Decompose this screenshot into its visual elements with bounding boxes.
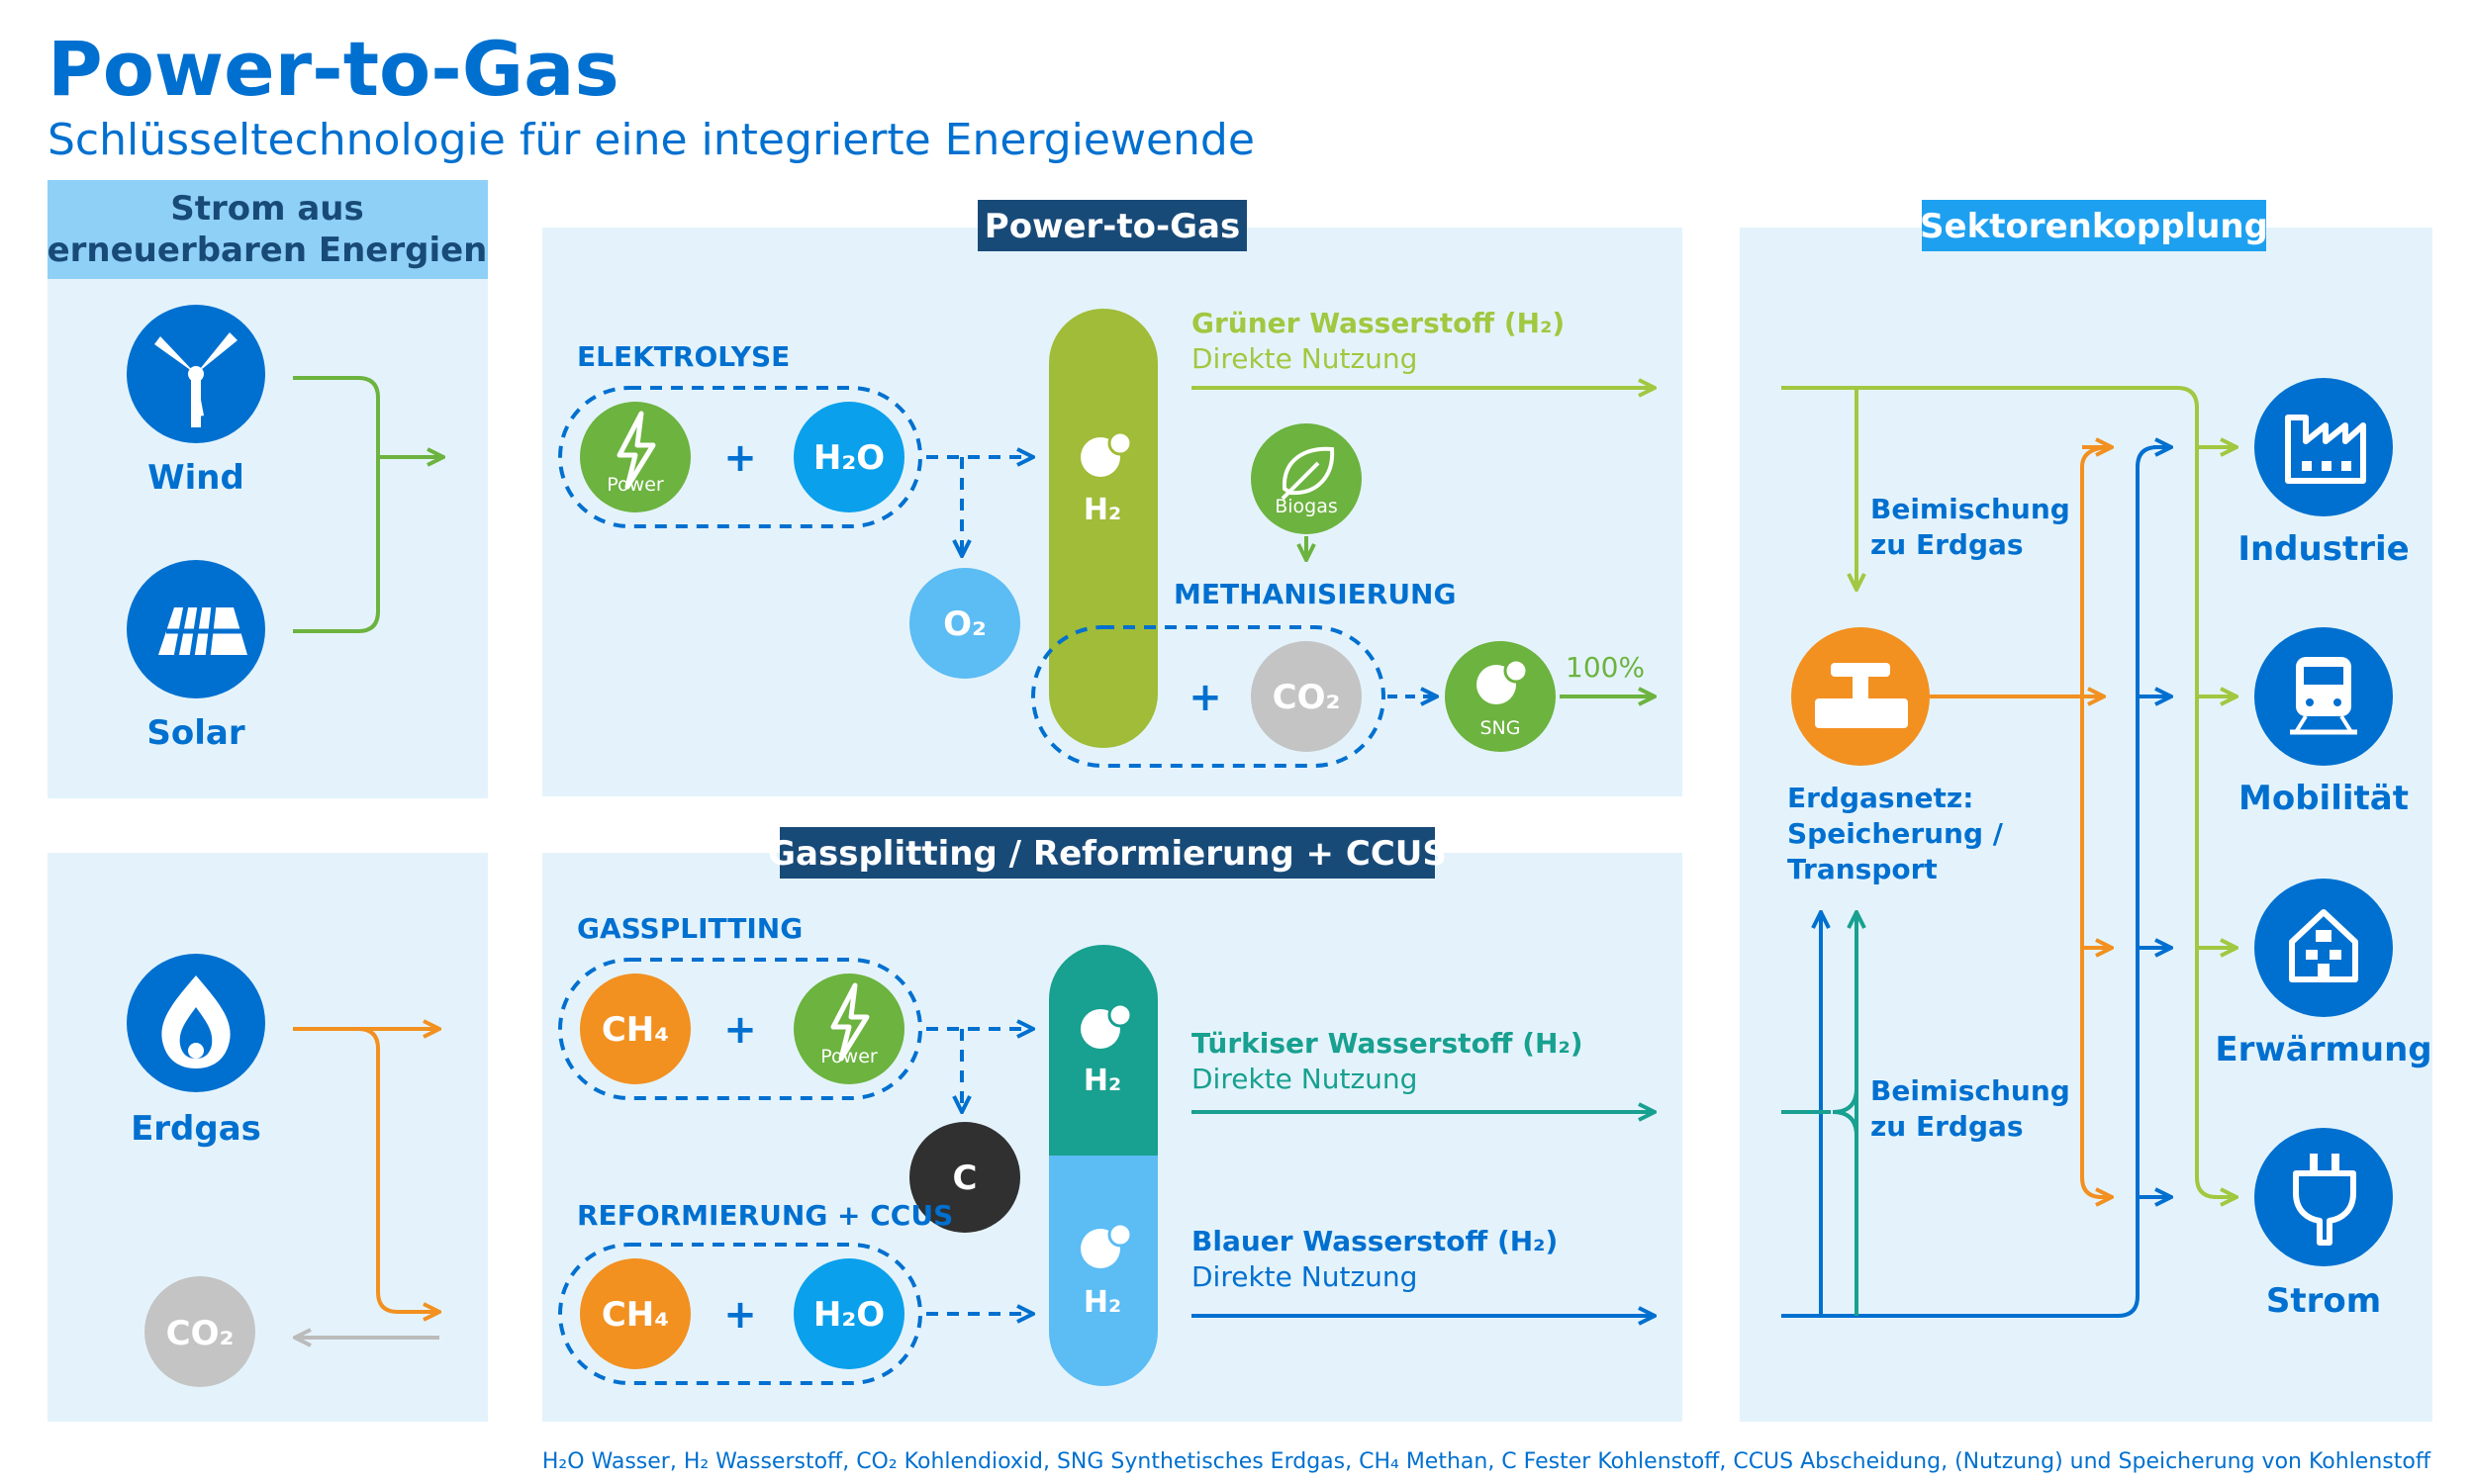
factory-glyph [2285,415,2366,484]
co2-left-circle [144,1276,255,1387]
heating-house-icon [2254,879,2393,1017]
solar-label: Solar [146,713,244,753]
gassplitting-label: GASSPLITTING [577,912,803,945]
blend1-line1: Beimischung [1870,493,2070,525]
turq-brace [1832,1074,1858,1148]
sk-title: Sektorenkopplung [1920,207,2268,246]
renewables-panel [48,180,488,798]
industry-factory-icon [2254,378,2393,516]
plus-sign: + [723,435,757,481]
h2o-circle [794,402,904,512]
o2-circle [909,568,1020,679]
ch4-reform-circle [580,1258,691,1369]
green-h2-usage: Direkte Nutzung [1191,342,1417,375]
gs-title-bg [780,827,1435,879]
mobilitaet-label: Mobilität [2238,779,2409,818]
turq-h2-usage: Direkte Nutzung [1191,1063,1417,1095]
co2-methan-circle [1251,641,1362,752]
elektrolyse-label: ELEKTROLYSE [577,340,790,373]
pipe-valve-glyph [1815,663,1908,728]
h2o-label: H₂O [813,438,885,478]
plus-sign-split: + [723,1007,757,1053]
page-subtitle: Schlüsseltechnologie für eine integriert… [48,115,1255,165]
house-glyph [2289,909,2358,982]
biogas-label: Biogas [1275,496,1338,517]
h2o-reform-label: H₂O [813,1295,885,1335]
green-h2-label: H₂ [1084,493,1121,527]
ptg-title: Power-to-Gas [985,207,1240,246]
industrie-label: Industrie [2237,529,2409,569]
solar-panel-glyph [158,604,247,658]
elektrolyse-group [558,386,922,528]
turquoise-hydrogen-tank [1049,945,1158,1156]
erwaermung-label: Erwärmung [2215,1030,2431,1069]
blue-h2-title: Blauer Wasserstoff (H₂) [1191,1225,1558,1257]
wind-turbine-glyph [154,332,238,427]
strom-label: Strom [2266,1281,2381,1321]
erdgas-label: Erdgas [131,1109,261,1149]
ch4-reform-label: CH₄ [602,1295,669,1335]
erdgas-flame-glyph [161,975,231,1068]
sk-title-bg [1922,200,2266,251]
renewables-header-line1: Strom aus [170,189,364,229]
co2-left-label: CO₂ [166,1314,235,1353]
plus-sign-reform: + [723,1292,757,1338]
plus-sign-methan: + [1189,675,1222,720]
leaf-icon [1281,446,1335,501]
gassplitting-group [558,958,922,1100]
lightning-split-icon [830,982,870,1062]
footer-glossary: H₂O Wasser, H₂ Wasserstoff, CO₂ Kohlendi… [542,1449,2431,1474]
h2o-reform-circle [794,1258,904,1369]
gs-title: Gassplitting / Reformierung + CCUS [768,834,1447,874]
green-h2-title: Grüner Wasserstoff (H₂) [1191,307,1565,339]
carbon-circle [909,1122,1020,1233]
blend1-line2: zu Erdgas [1870,528,2024,561]
methanisierung-group [1031,625,1385,768]
turq-h2-label: H₂ [1084,1064,1121,1098]
renewables-join-line [293,376,380,633]
power-plug-icon [2254,1128,2393,1266]
grid-line2: Speicherung / [1787,817,2004,850]
co2-methan-label: CO₂ [1273,678,1341,717]
ptg-title-bg [978,200,1247,251]
wind-label: Wind [147,458,244,498]
biogas-circle [1251,423,1362,534]
methanisierung-label: METHANISIERUNG [1174,578,1456,610]
green-hydrogen-tank [1049,309,1158,748]
grid-line3: Transport [1787,853,1938,885]
turq-h2-title: Türkiser Wasserstoff (H₂) [1191,1027,1583,1060]
blue-hydrogen-tank [1049,1156,1158,1386]
renewables-header-bg [48,180,488,279]
carbon-label: C [953,1159,978,1198]
train-glyph [2290,657,2357,735]
ch4-split-circle [580,974,691,1084]
o2-label: O₂ [943,604,987,644]
sng-percent: 100% [1566,651,1645,684]
lightning-icon [617,411,656,490]
ch4-split-label: CH₄ [602,1010,669,1050]
green-h2-distribution-line [1781,386,2218,1199]
grid-line1: Erdgasnetz: [1787,782,1973,814]
renewables-header-line2: erneuerbaren Energien [48,231,488,270]
blue-h2-distribution-line [1781,445,2158,1318]
reformierung-label: REFORMIERUNG + CCUS [577,1199,953,1232]
blue-h2-usage: Direkte Nutzung [1191,1260,1417,1293]
reformierung-group [558,1243,922,1385]
power-split-label: Power [820,1046,878,1067]
power-label: Power [607,474,664,496]
plug-glyph [2293,1154,2356,1246]
erdgas-panel [48,853,488,1422]
blend2-line2: zu Erdgas [1870,1110,2024,1143]
sng-label: SNG [1480,717,1521,739]
blue-h2-label: H₂ [1084,1285,1121,1320]
blend2-line1: Beimischung [1870,1074,2070,1107]
page-title: Power-to-Gas [48,25,619,113]
